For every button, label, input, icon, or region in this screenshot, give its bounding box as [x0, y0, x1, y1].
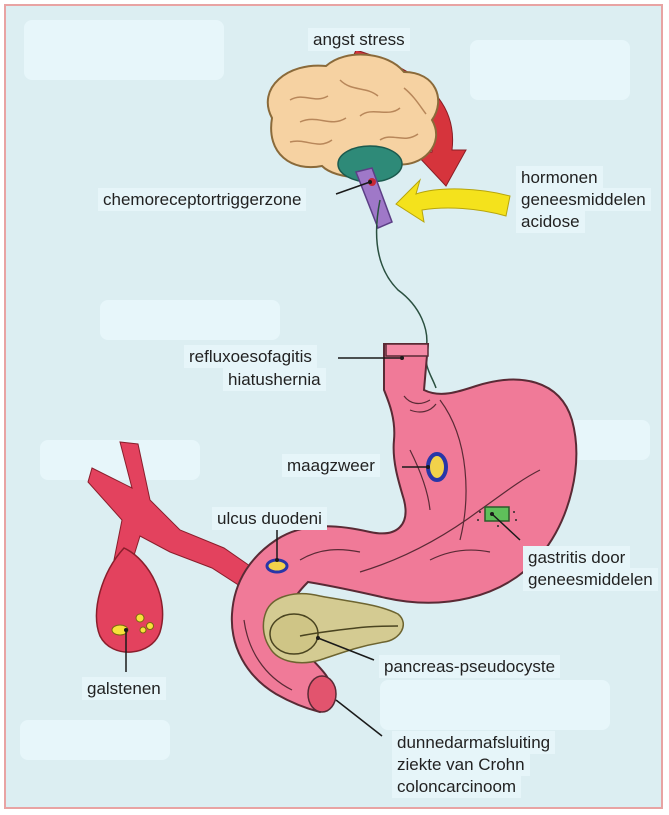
label-acidose: acidose	[518, 212, 583, 232]
label-chemoreceptortriggerzone: chemoreceptortriggerzone	[100, 190, 304, 210]
label-coloncarcinoom: coloncarcinoom	[394, 777, 519, 797]
esophagus	[386, 344, 428, 356]
label-gastritis-geneesmiddelen: geneesmiddelen	[525, 570, 656, 590]
label-dunnedarmafsluiting: dunnedarmafsluiting	[394, 733, 553, 753]
gallbladder	[96, 548, 162, 652]
label-ziekte-van-crohn: ziekte van Crohn	[394, 755, 528, 775]
label-angst-stress: angst stress	[310, 30, 408, 50]
small-intestine-opening	[308, 676, 336, 712]
label-maagzweer: maagzweer	[284, 456, 378, 476]
label-hormonen: hormonen	[518, 168, 601, 188]
label-ulcus-duodeni: ulcus duodeni	[214, 509, 325, 529]
label-geneesmiddelen: geneesmiddelen	[518, 190, 649, 210]
label-refluxoesofagitis: refluxoesofagitis	[186, 347, 315, 367]
label-pancreas-pseudocyste: pancreas-pseudocyste	[381, 657, 558, 677]
label-galstenen: galstenen	[84, 679, 164, 699]
label-gastritis-door: gastritis door	[525, 548, 628, 568]
external-factors-arrow	[396, 180, 510, 222]
stomach-ulcer	[428, 454, 446, 480]
label-hiatushernia: hiatushernia	[225, 370, 324, 390]
